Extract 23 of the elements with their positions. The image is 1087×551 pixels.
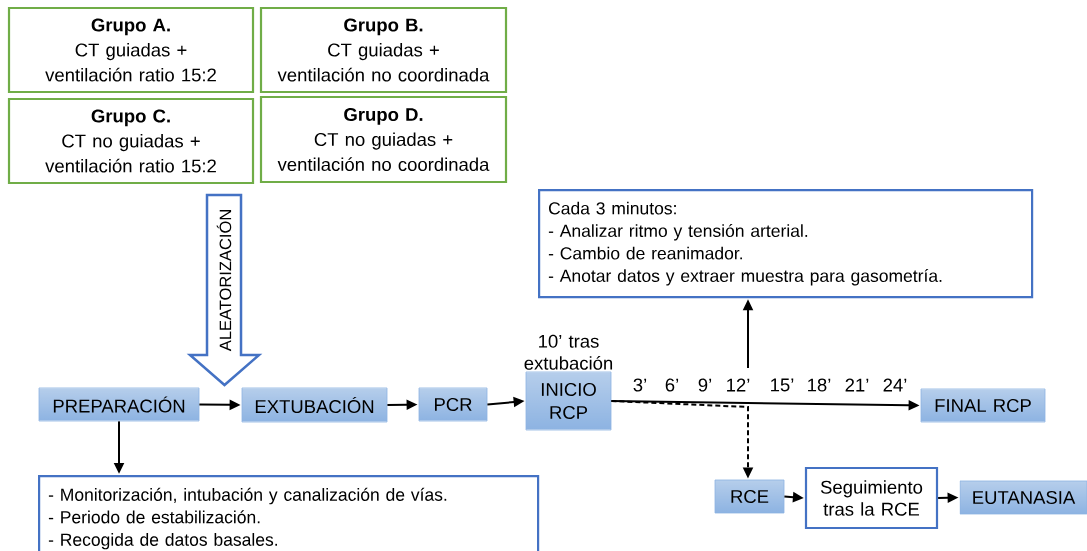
group-box: Grupo C. CT no guiadas + ventilación ratio 15:2 [7,97,255,185]
process-box: INICIO RCP [525,371,612,431]
group-box: Grupo A. CT guiadas + ventilación ratio 15:2 [7,6,255,94]
process-box: EUTANASIA [959,480,1087,515]
time-label: 12’ [727,378,750,392]
time-label: 6’ [665,378,679,392]
group-box: Grupo D. CT no guiadas + ventilación no coordinada [259,95,508,184]
time-label: 24’ [883,378,907,392]
time-label: 21’ [845,378,869,392]
process-box: EXTUBACIÓN [241,387,388,423]
time-label: 3’ [633,378,647,392]
caption-text: 10’ tras extubación [524,334,613,370]
process-box: PCR [418,387,488,422]
process-box: Seguimiento tras la RCE [804,466,939,530]
process-box: RCE [714,479,785,514]
time-label: 9’ [698,378,712,392]
group-box: Grupo B. CT guiadas + ventilación no coordinada [259,6,508,94]
note-box: Cada 3 minutos: - Analizar ritmo y tensión arterial. - Cambio de reanimador. - Anotar datos y extraer muestra para gasometría. [538,189,1034,299]
note-box: - Monitorización, intubación y canalización de vías. - Periodo de estabilización. - Recogida de datos basales. [38,475,540,551]
time-label: 15’ [771,378,794,392]
time-label: 18’ [808,378,831,392]
process-box: PREPARACIÓN [38,387,200,422]
process-box: FINAL RCP [920,388,1046,423]
